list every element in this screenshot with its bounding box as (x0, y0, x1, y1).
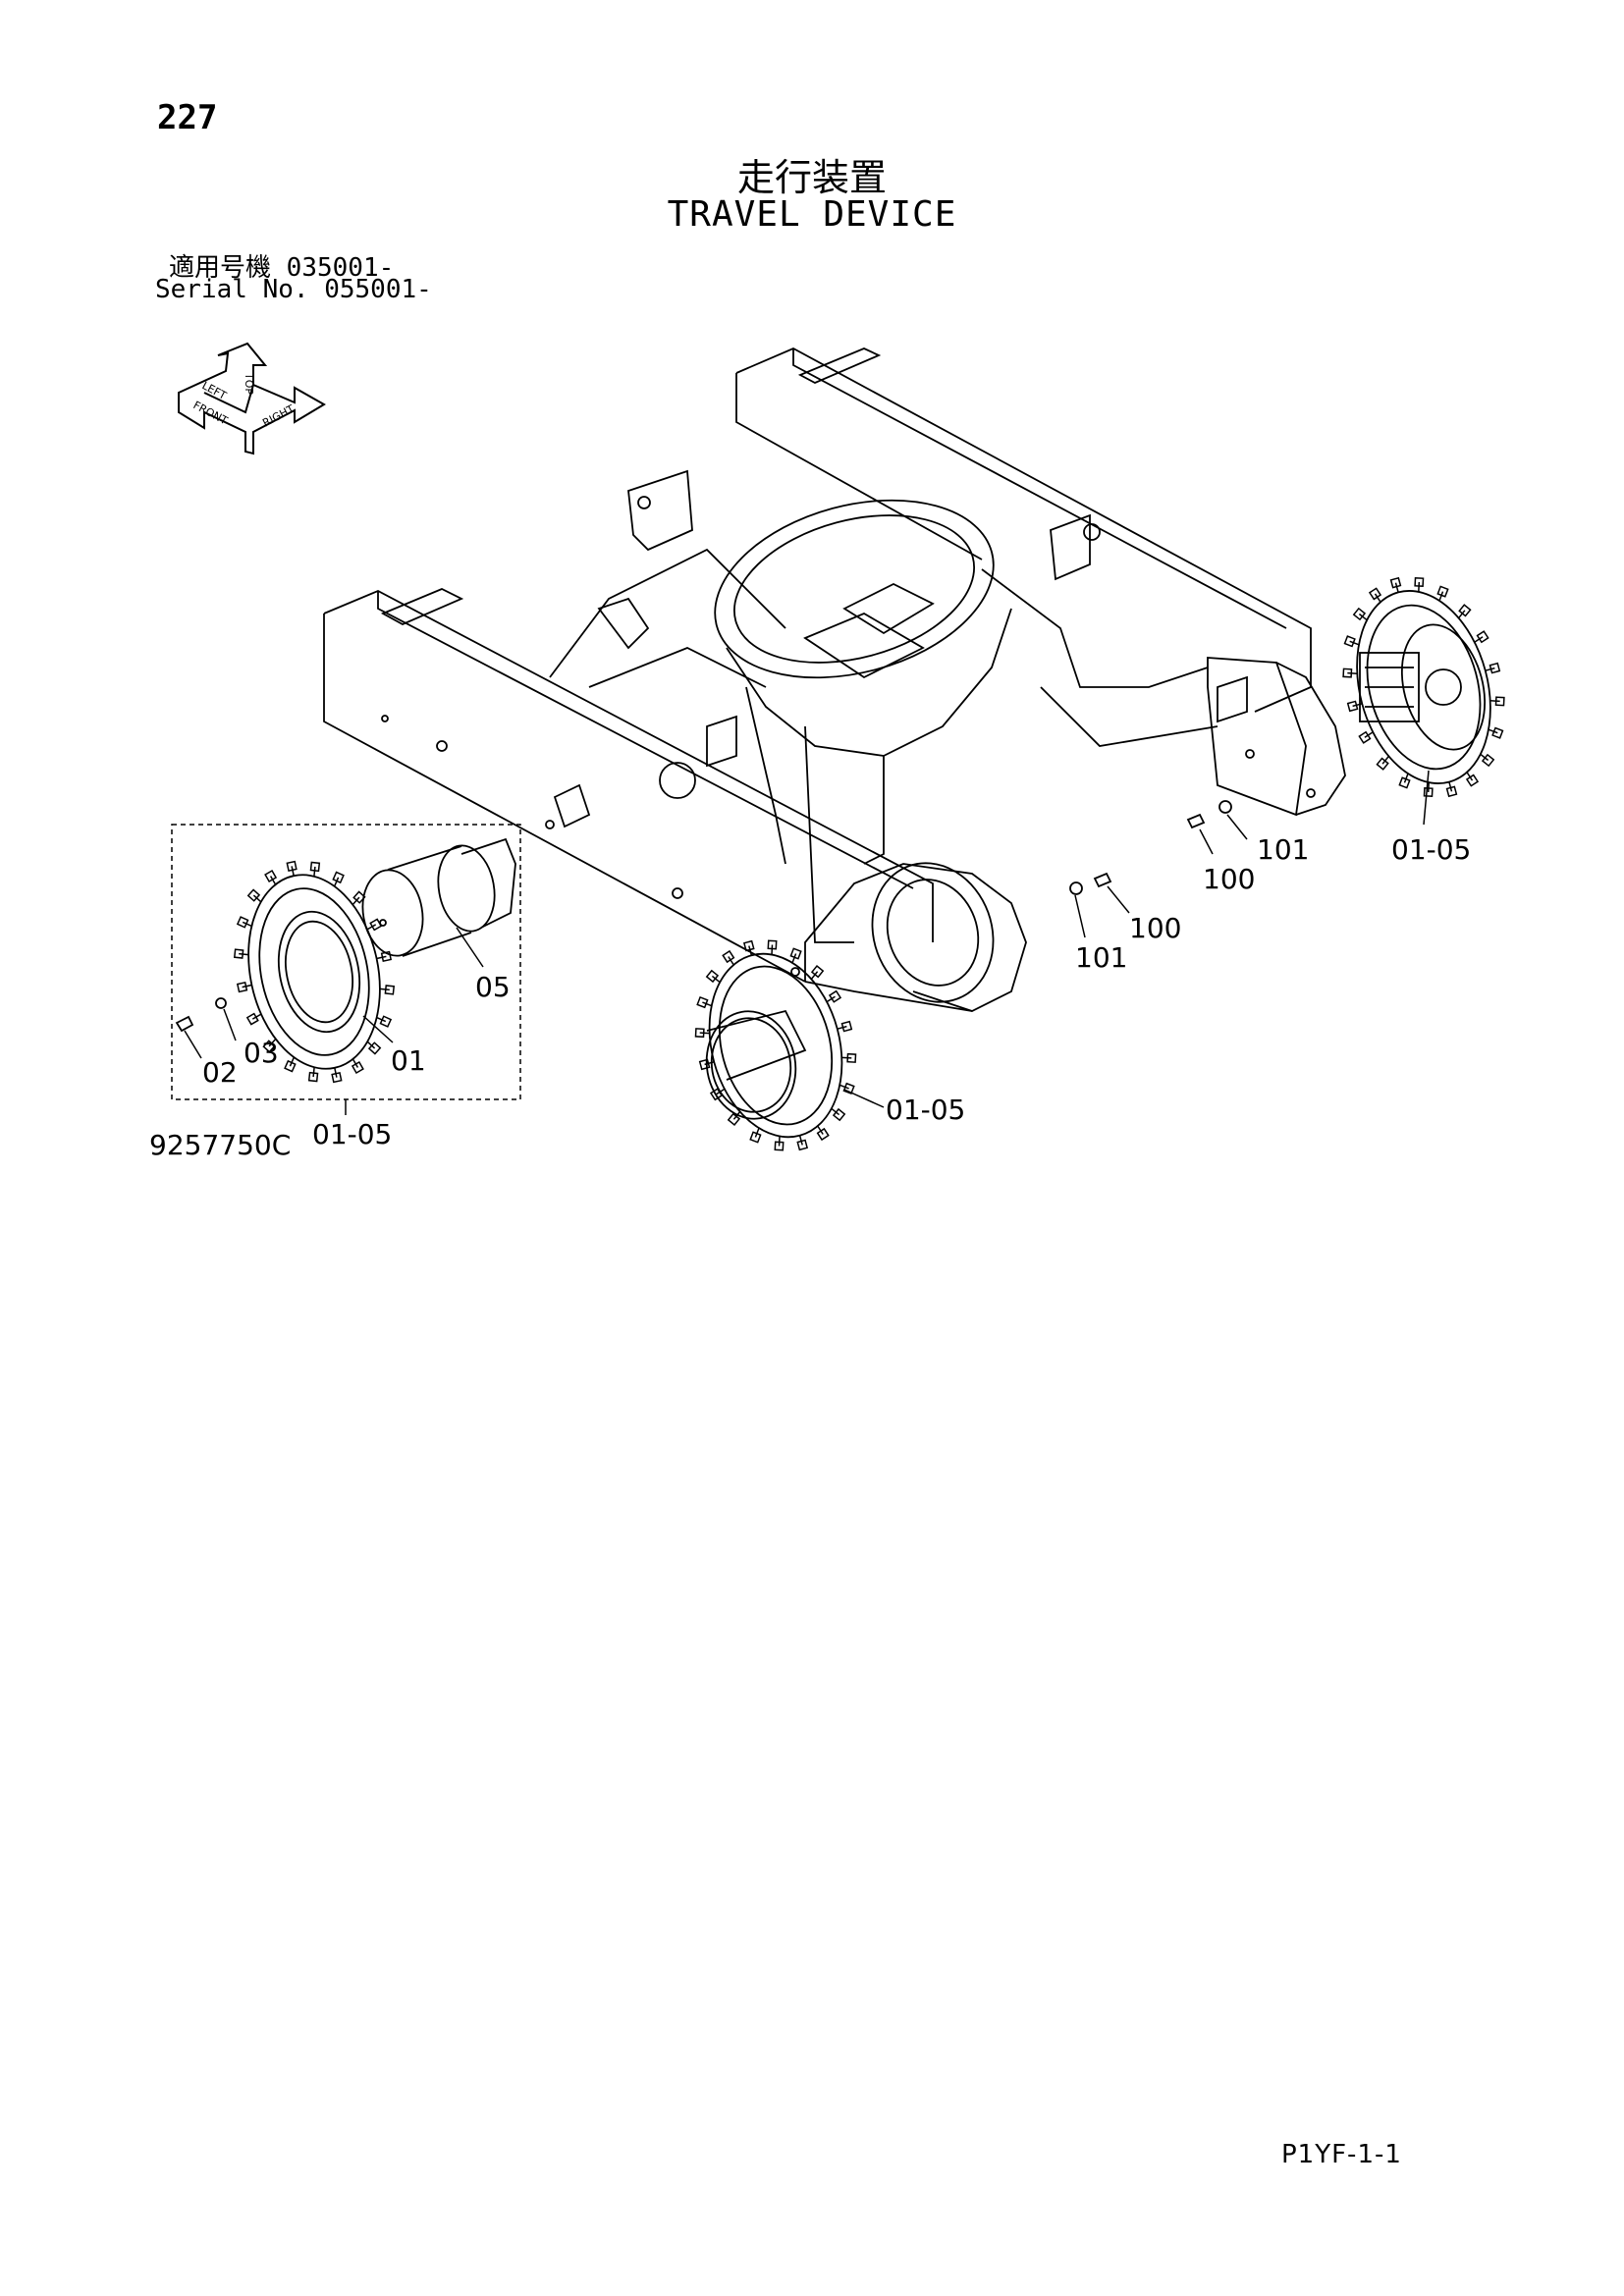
callout-bolt-right: 100 (1203, 863, 1255, 895)
bolt-washer-drawing (175, 997, 227, 1033)
leader-lines (184, 770, 1430, 1115)
sprocket-tooth-root (1418, 581, 1421, 592)
sprocket-tooth-root (1438, 591, 1444, 602)
callout-bolt-center: 100 (1129, 912, 1181, 944)
callout-motor: 05 (475, 971, 511, 1003)
sprocket-tooth-root (716, 1088, 726, 1095)
sprocket-tooth-root (1347, 671, 1358, 674)
sprocket-tooth-root (711, 975, 721, 984)
sprocket-tooth-root (839, 1084, 849, 1090)
sprocket-tooth-root (1458, 610, 1466, 619)
serial-en-label: Serial No. (155, 275, 309, 304)
page-title-en: TRAVEL DEVICE (667, 194, 957, 235)
sprocket-tooth-root (352, 896, 360, 906)
travel-device-right-drawing (1356, 590, 1491, 784)
sprocket-tooth-root (312, 1067, 315, 1078)
sprocket-tooth-root (268, 1038, 277, 1047)
sprocket-tooth-root (1349, 640, 1360, 646)
sprocket-tooth-root (334, 1067, 338, 1078)
sprocket-tooth-root (379, 988, 390, 991)
sprocket-tooth-root (837, 1025, 847, 1030)
sprocket-tooth-root (1374, 593, 1381, 603)
track-frame-drawing (323, 347, 1346, 1012)
sprocket-tooth-root (269, 876, 277, 885)
sprocket-tooth-root (1466, 772, 1474, 781)
sprocket-tooth-root (1394, 582, 1399, 593)
callout-sprocket: 01 (391, 1044, 426, 1077)
serial-range-en: Serial No. 055001- (155, 275, 432, 304)
sprocket-tooth-root (1352, 703, 1363, 708)
direction-arrows-icon: FRONT LEFT RIGHT TOP (178, 342, 326, 455)
sprocket-tooth-root (1381, 755, 1389, 765)
travel-motor-drawing (361, 837, 516, 957)
serial-en-value: 055001- (324, 275, 432, 304)
sprocket-tooth-root (1474, 636, 1484, 643)
sprocket-tooth-root (704, 1061, 715, 1066)
hardware-drawing (1069, 800, 1232, 895)
sprocket-tooth-root (1427, 782, 1430, 793)
sprocket-tooth-root (732, 1111, 741, 1120)
sprocket-tooth-root (831, 1107, 840, 1116)
sprocket-tooth-root (754, 1127, 760, 1138)
page-code: P1YF-1-1 (1281, 2140, 1402, 2169)
sprocket-tooth-root (728, 956, 734, 966)
sprocket-tooth-root (333, 877, 340, 887)
sprocket-tooth-root (1480, 753, 1489, 762)
sprocket-tooth-root (366, 924, 377, 931)
sprocket-tooth-root (366, 1041, 376, 1049)
sprocket-tooth-root (252, 894, 262, 903)
sprocket-tooth-root (826, 995, 836, 1003)
drawing-number: 9257750C (149, 1129, 292, 1161)
sprocket-tooth-root (376, 955, 387, 960)
sprocket-tooth-root (748, 945, 753, 956)
sprocket-tooth-root (1364, 731, 1374, 738)
callout-assy-center: 01-05 (886, 1094, 965, 1126)
sprocket-tooth-root (841, 1056, 852, 1059)
sprocket-tooth-root (1358, 613, 1368, 621)
travel-device-center-drawing (705, 952, 843, 1139)
sprocket-tooth-root (798, 1135, 803, 1146)
page-title-jp: 走行装置 (736, 156, 887, 199)
sprocket-tooth-root (699, 1032, 710, 1035)
sprocket-tooth-root (791, 953, 797, 964)
sprocket-tooth-root (251, 1013, 262, 1020)
page-number: 227 (157, 98, 218, 137)
sprocket-tooth-root (291, 866, 295, 877)
sprocket-tooth-root (1448, 781, 1453, 792)
callout-assy-right: 01-05 (1391, 833, 1471, 866)
right-sprocket-teeth (1342, 576, 1505, 798)
sprocket-tooth-root (1485, 667, 1495, 671)
sprocket-tooth-root (778, 1136, 781, 1147)
sprocket-tooth-root (242, 984, 252, 988)
sprocket-tooth-root (1489, 700, 1500, 703)
sprocket-tooth-root (239, 952, 249, 956)
detail-sprocket-teeth (233, 860, 396, 1084)
callout-bolt-detail: 02 (202, 1056, 238, 1089)
serial-jp-value: 035001- (286, 253, 395, 283)
callout-washer-right: 101 (1257, 833, 1309, 866)
sprocket-tooth-root (771, 944, 774, 955)
serial-range-jp: 適用号機 035001- (169, 247, 394, 284)
callout-assy-detail: 01-05 (312, 1118, 392, 1150)
sprocket-tooth-root (702, 1001, 713, 1007)
sprocket-tooth-root (376, 1016, 387, 1023)
sprocket-tooth-root (817, 1125, 824, 1135)
sprocket-tooth-root (1488, 728, 1498, 734)
sprocket-tooth-root (313, 866, 316, 877)
sprocket-tooth-root (1403, 773, 1409, 783)
sprocket-tooth-root (289, 1056, 296, 1067)
callout-washer-center: 101 (1075, 941, 1127, 974)
serial-jp-label: 適用号機 (169, 253, 272, 283)
sprocket-tooth-root (242, 921, 252, 928)
center-sprocket-teeth (694, 939, 857, 1151)
orientation-label-top: TOP (243, 372, 255, 395)
callout-labels: 01-05 100 101 100 101 01-05 05 01 03 02 … (202, 833, 1471, 1150)
sprocket-tooth-root (810, 971, 819, 980)
sprocket-tooth-root (352, 1058, 359, 1068)
